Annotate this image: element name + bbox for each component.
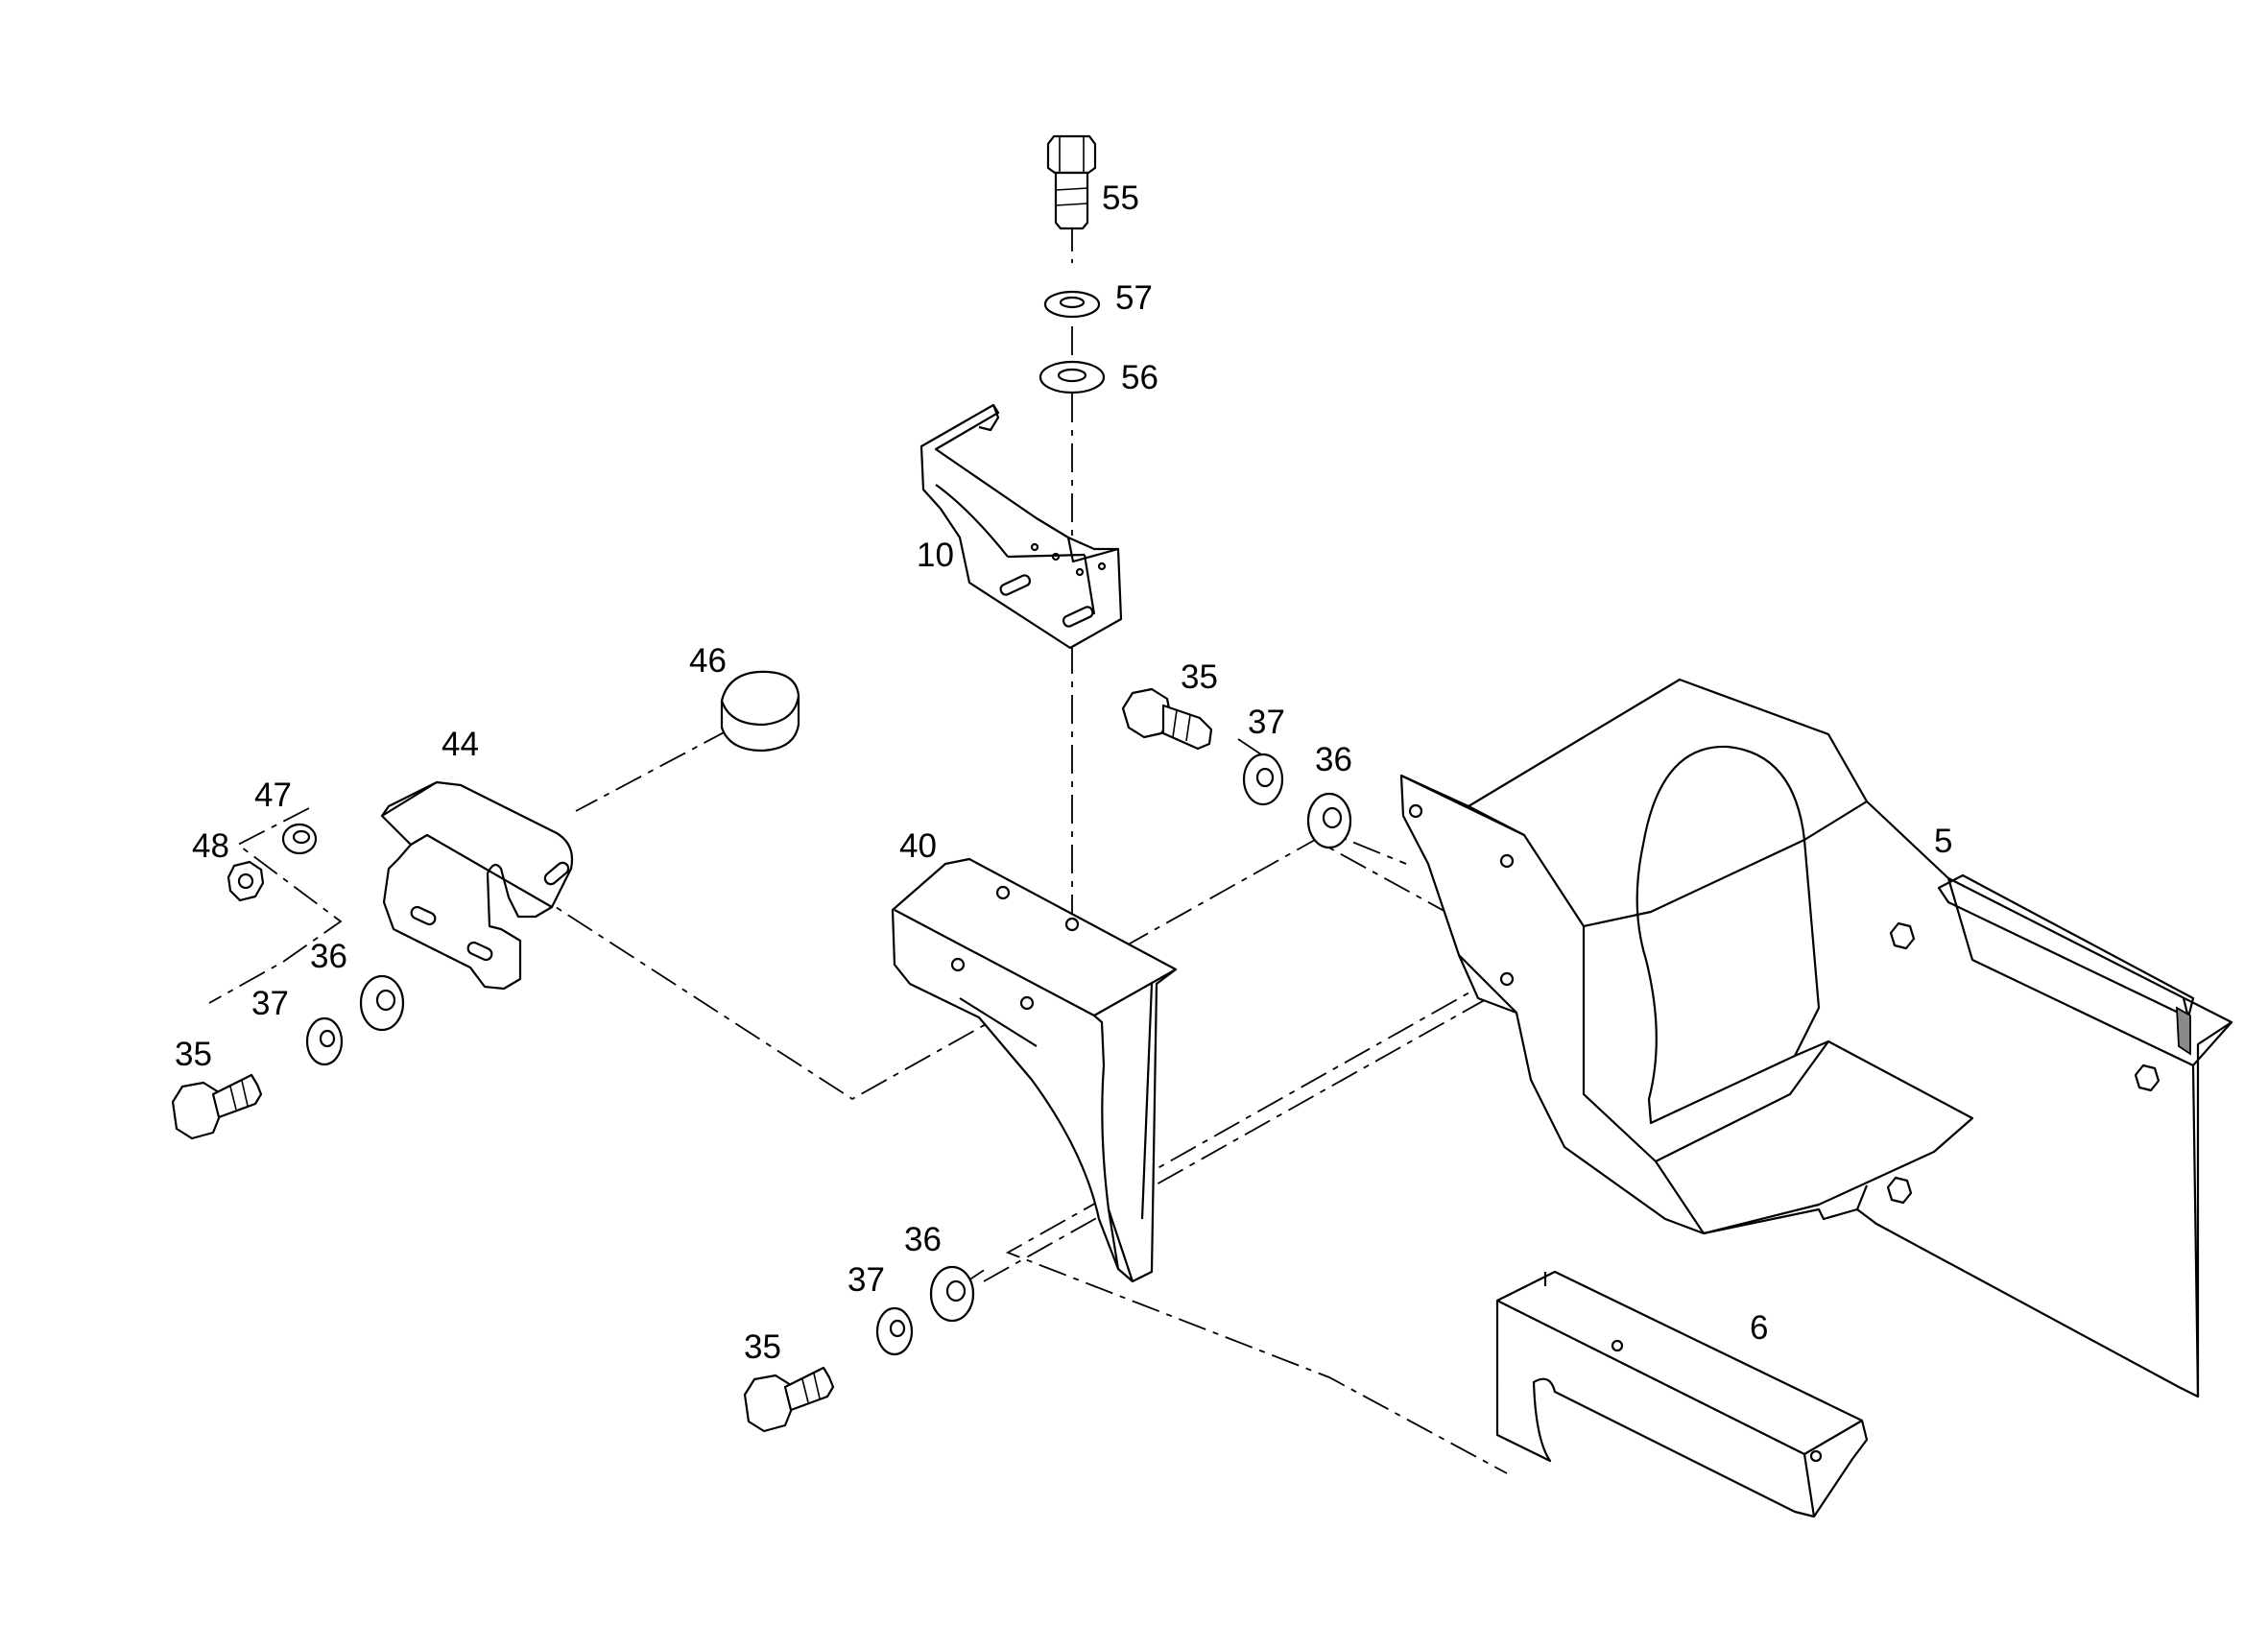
label-46: 46 <box>689 642 727 680</box>
label-36-left: 36 <box>310 938 347 975</box>
nut-48 <box>227 860 265 902</box>
bolt-55 <box>1046 134 1097 230</box>
label-47: 47 <box>254 777 292 814</box>
label-35-upper: 35 <box>1181 658 1218 696</box>
washer-36-lower <box>929 1265 975 1323</box>
label-36-lower: 36 <box>904 1221 942 1258</box>
washer-47 <box>281 823 318 855</box>
label-6: 6 <box>1750 1309 1768 1347</box>
label-57: 57 <box>1115 279 1153 317</box>
washer-37-left <box>305 1016 344 1066</box>
label-35-lower: 35 <box>744 1328 781 1366</box>
washer-36-left <box>359 974 405 1032</box>
bracket-44 <box>380 780 574 991</box>
label-48: 48 <box>192 827 229 865</box>
bolt-35-left <box>171 1073 263 1140</box>
label-37-left: 37 <box>251 985 289 1022</box>
label-44: 44 <box>442 726 479 763</box>
bolt-35-lower <box>743 1366 835 1433</box>
label-37-upper: 37 <box>1248 704 1285 741</box>
part-labels: 55 57 56 10 46 44 47 48 40 36 37 35 35 3… <box>175 179 1952 1366</box>
label-36-upper: 36 <box>1315 741 1352 778</box>
cap-46 <box>720 670 800 753</box>
bolt-35-upper <box>1121 687 1213 751</box>
washer-56 <box>1039 360 1106 394</box>
label-35-left: 35 <box>175 1036 212 1073</box>
washer-36-upper <box>1306 792 1352 849</box>
support-40 <box>891 857 1178 1283</box>
label-55: 55 <box>1102 179 1139 217</box>
washer-57 <box>1043 290 1101 319</box>
bracket-10 <box>919 403 1123 650</box>
washer-37-lower <box>875 1306 914 1356</box>
label-10: 10 <box>917 537 954 574</box>
washer-37-upper <box>1242 753 1284 806</box>
label-56: 56 <box>1121 359 1158 396</box>
bracket-6 <box>1495 1270 1869 1518</box>
label-37-lower: 37 <box>848 1261 885 1299</box>
label-40: 40 <box>899 827 937 865</box>
housing-5 <box>1399 678 2233 1398</box>
label-5: 5 <box>1934 823 1952 860</box>
